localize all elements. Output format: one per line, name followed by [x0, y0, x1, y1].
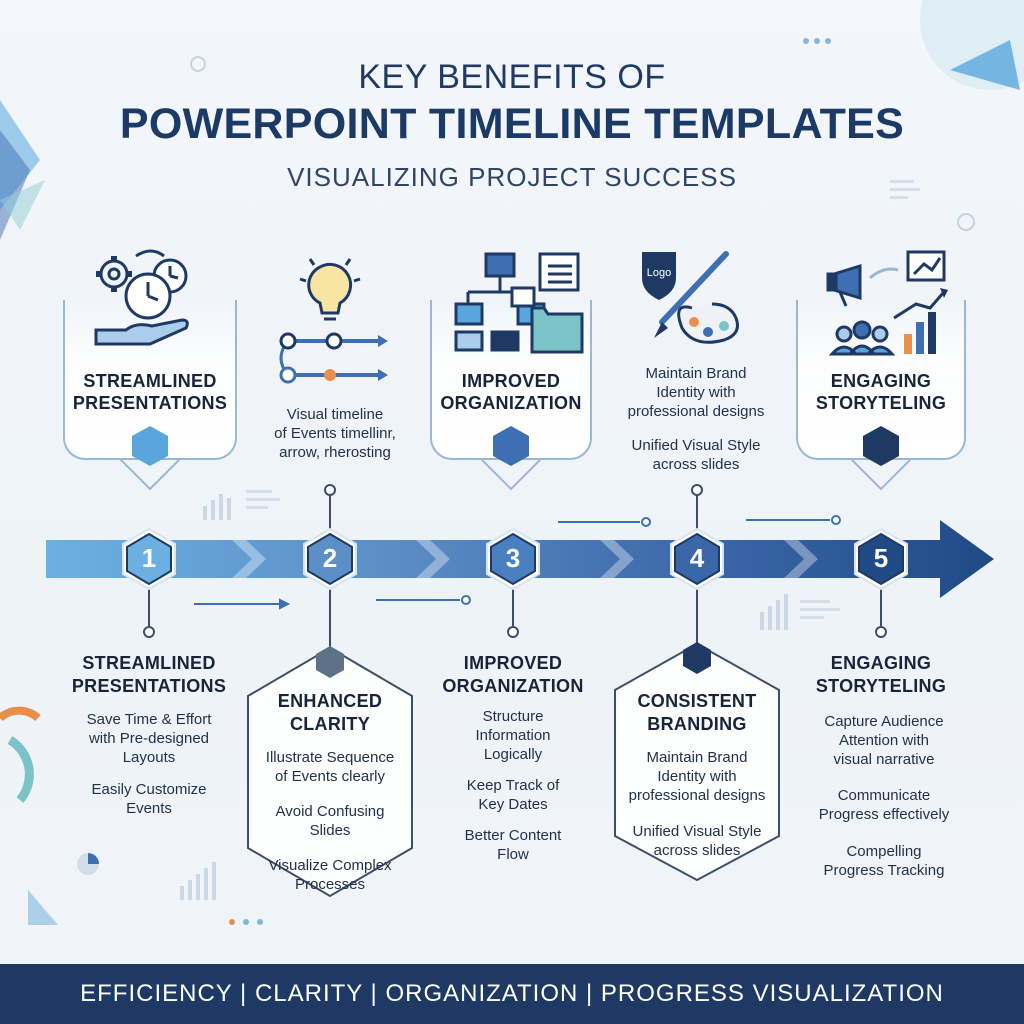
hexagon-marker [863, 426, 899, 466]
bottom-item-organization-2: Keep Track of Key Dates [466, 777, 560, 813]
step-4-label: 4 [690, 543, 705, 573]
footer-banner: EFFICIENCY | CLARITY | ORGANIZATION | PR… [0, 964, 1024, 1024]
bottom-frame-clarity [247, 646, 413, 898]
step-3-label: 3 [506, 543, 520, 573]
bottom-item-organization-3: Better Content Flow [464, 827, 562, 863]
hexagon-marker [132, 426, 168, 466]
bottom-title-storytelling: ENGAGING STORYTELING [815, 653, 947, 696]
bottom-item-streamlined-2: Easily Customize Events [91, 781, 207, 817]
logo-text: Logo [647, 267, 671, 279]
title-line-1: KEY BENEFITS OF [358, 58, 666, 96]
subtitle: VISUALIZING PROJECT SUCCESS [287, 162, 737, 192]
bottom-item-clarity-2: Avoid Confusing Slides [275, 803, 385, 839]
main-title: POWERPOINT TIMELINE TEMPLATES [119, 100, 905, 148]
card-title-storytelling: ENGAGING STORYTELING [815, 371, 947, 413]
bottom-item-storytelling-2: Communicate Progress effectively [818, 787, 950, 823]
hexagon-marker [493, 426, 529, 466]
step-1-hexagon: 1 [122, 527, 176, 591]
folder-hierarchy-icon [454, 252, 584, 354]
step-4-hexagon: 4 [670, 527, 724, 591]
lightbulb-timeline-icon [279, 258, 388, 384]
bottom-item-storytelling-1: Capture Audience Attention with visual n… [824, 713, 944, 768]
bottom-title-clarity: ENHANCED CLARITY [277, 691, 383, 734]
bottom-title-streamlined: STREAMLINED PRESENTATIONS [71, 653, 227, 696]
step-3-hexagon: 3 [486, 527, 540, 591]
top-text-branding-2: Unified Visual Style across slides [631, 437, 761, 473]
top-text-timeline: Visual timeline of Events timellinr, arr… [274, 406, 396, 461]
bottom-title-organization: IMPROVED ORGANIZATION [442, 653, 584, 696]
card-pointer [851, 458, 911, 491]
bottom-item-clarity-1: Illustrate Sequence of Events clearly [265, 749, 395, 785]
gears-clock-hand-icon [94, 249, 189, 346]
card-pointer [120, 458, 180, 491]
brush-palette-icon: Logo [642, 251, 739, 344]
bottom-item-branding-2: Unified Visual Style across slides [632, 823, 762, 859]
bottom-item-branding-1: Maintain Brand Identity with professiona… [628, 749, 766, 804]
step-5-hexagon: 5 [854, 527, 908, 591]
card-title-organization: IMPROVED ORGANIZATION [440, 371, 582, 413]
bottom-title-branding: CONSISTENT BRANDING [637, 691, 757, 734]
top-text-branding-1: Maintain Brand Identity with professiona… [627, 365, 765, 420]
step-5-label: 5 [874, 543, 888, 573]
bottom-item-storytelling-3: Compelling Progress Tracking [823, 843, 945, 879]
step-2-label: 2 [323, 543, 337, 573]
card-title-streamlined: STREAMLINED PRESENTATIONS [72, 371, 228, 413]
bottom-item-streamlined-1: Save Time & Effort with Pre-designed Lay… [86, 711, 212, 766]
bottom-item-clarity-3: Visualize Complex Processes [268, 857, 392, 893]
card-pointer [481, 458, 541, 491]
bottom-frame-branding [614, 642, 780, 882]
bottom-item-organization-1: Structure Information Logically [475, 708, 551, 763]
step-1-label: 1 [142, 543, 156, 573]
step-2-hexagon: 2 [303, 527, 357, 591]
megaphone-chart-icon [826, 250, 948, 356]
